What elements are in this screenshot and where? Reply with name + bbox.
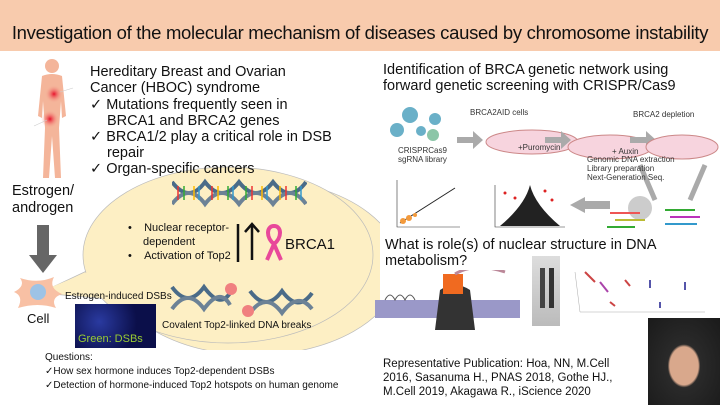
sequencing-steps: Genomic DNA extraction Library preparati… [587,155,675,182]
point-text: BRCA1/2 play a critical role in DSB [106,129,332,145]
researcher-photo [648,318,720,405]
point-text: Organ-specific cancers [106,161,255,177]
estrogen-label: Estrogen/ androgen [12,183,74,217]
bullet-text: dependent [143,236,195,248]
bullet: • Nuclear receptor- [128,222,230,234]
depletion-label: BRCA2 depletion [633,110,695,119]
question-text: How sex hormone induces Top2-dependent D… [53,366,275,377]
point-text: BRCA1 and BRCA2 genes [107,113,280,129]
nuclear-pore-illustration [375,270,520,330]
bullet-text: Nuclear receptor- [144,222,230,234]
breaks-caption: Covalent Top2-linked DNA breaks [162,320,312,331]
bullet: • Activation of Top2 [128,250,231,262]
dsb-image-label: Green: DSBs [78,333,143,345]
nuclear-heading-line: metabolism? [385,253,468,269]
hboc-point: ✓ Organ-specific cancers [90,161,255,177]
nuclear-heading: What is role(s) of nuclear structure in … [385,237,657,269]
crispr-heading-line: forward genetic screening with CRISPR/Ca… [383,78,676,94]
hboc-heading-line: Hereditary Breast and Ovarian [90,64,286,80]
crispr-heading: Identification of BRCA genetic network u… [383,62,676,94]
mechanism-bullets: • Nuclear receptor- dependent • Activati… [128,221,231,263]
publication-text: Representative Publication: Hoa, NN, M.C… [383,357,613,399]
library-line: CRISPRCas9 [398,146,447,155]
step-text: Next-Generation Seq. [587,173,665,182]
nuclear-heading-line: What is role(s) of nuclear structure in … [385,237,657,253]
pink-ribbon-icon [265,224,283,261]
estrogen-line: Estrogen/ [12,183,75,199]
slide-title: Investigation of the molecular mechanism… [11,22,709,43]
questions-block: Questions: ✓How sex hormone induces Top2… [45,351,338,393]
question-text: Detection of hormone-induced Top2 hotspo… [53,380,339,391]
protein-coverage-plot [574,271,705,313]
publication-line: 2016, Sasanuma H., PNAS 2018, Gothe HJ., [383,372,613,384]
up-down-arrows-icon [236,222,260,262]
cell-label: Cell [27,311,50,326]
hboc-heading: Hereditary Breast and Ovarian Cancer (HB… [90,64,286,96]
brca1-label: BRCA1 [285,236,336,253]
title-banner [0,0,720,51]
publication-line: M.Cell 2019, Akagawa R., iScience 2020 [383,386,591,398]
cells-label: BRCA2AID cells [470,108,529,117]
crispr-screen-diagram [390,107,719,228]
point-text: Mutations frequently seen in [106,97,288,113]
cell-illustration [14,277,62,308]
dsb-caption: Estrogen-induced DSBs [65,291,172,302]
question-item: ✓Detection of hormone-induced Top2 hotsp… [45,380,339,391]
hboc-heading-line: Cancer (HBOC) syndrome [90,80,261,96]
library-line: sgRNA library [398,155,447,164]
auxin-label: + Auxin [612,147,639,156]
dna-helix-icon [172,178,307,208]
question-item: ✓How sex hormone induces Top2-dependent … [45,366,275,377]
human-body-illustration [33,59,74,178]
down-arrow-icon [29,225,57,273]
point-text: repair [107,145,145,161]
dna-breaks-illustration [170,283,314,317]
gel-image [532,256,560,326]
bullet-text: Activation of Top2 [144,250,231,262]
library-label: CRISPRCas9 sgRNA library [398,146,447,164]
estrogen-line: androgen [12,200,74,216]
step-text: Library preparation [587,164,655,173]
puromycin-label: +Puromycin [518,143,561,152]
step-text: Genomic DNA extraction [587,155,675,164]
dsb-microscopy-image: Green: DSBs [75,304,156,348]
publication-line: Representative Publication: Hoa, NN, M.C… [383,358,610,370]
questions-heading: Questions: [45,352,93,363]
crispr-heading-line: Identification of BRCA genetic network u… [383,62,669,78]
